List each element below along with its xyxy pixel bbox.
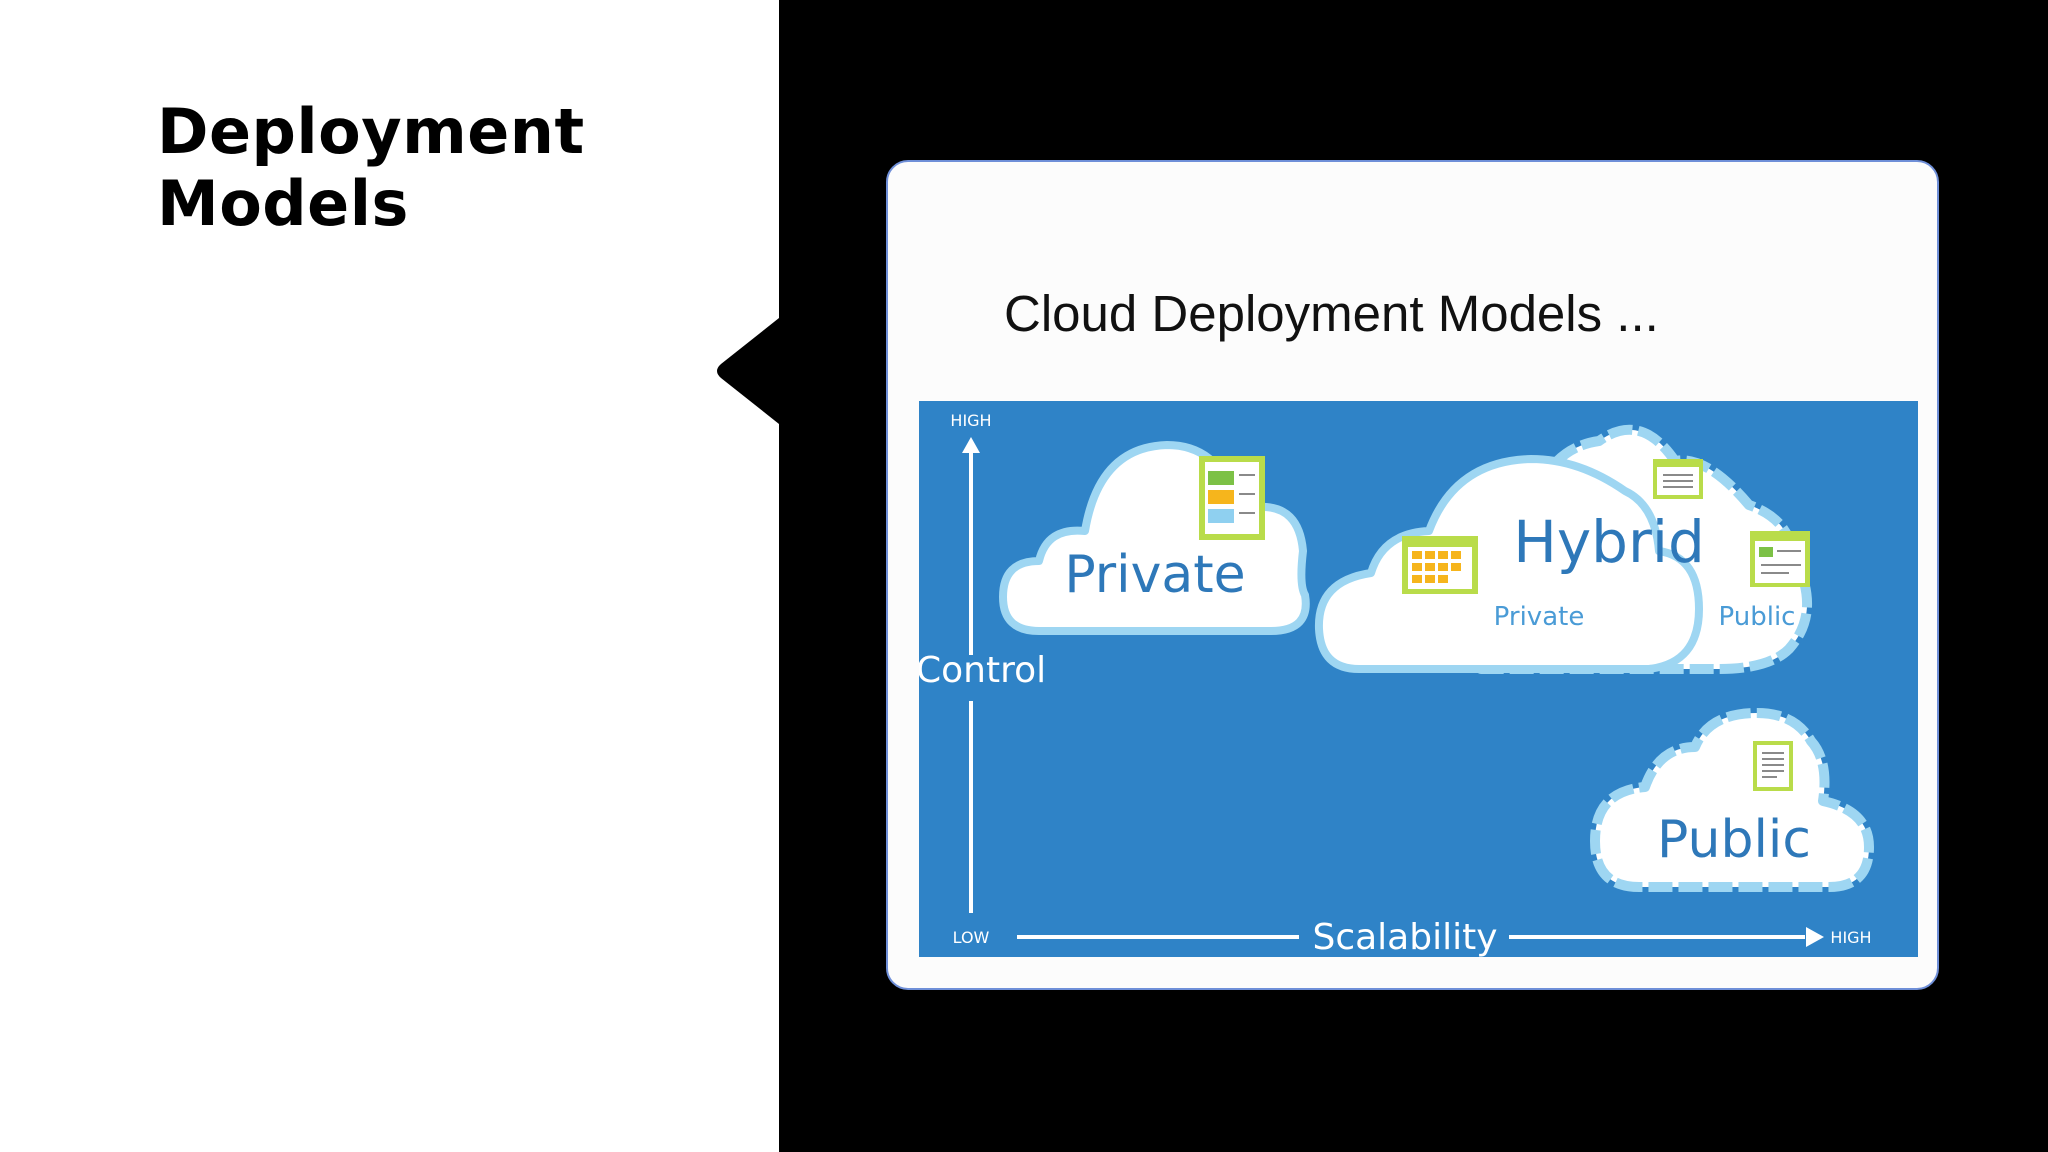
dashboard-window-icon: [1199, 456, 1265, 540]
form-window-icon: [1750, 531, 1810, 587]
left-panel: [0, 0, 779, 1152]
hybrid-public-label: Public: [1719, 602, 1796, 632]
control-high-label: HIGH: [950, 411, 991, 430]
low-label: LOW: [953, 928, 990, 947]
document-window-icon: [1653, 459, 1703, 499]
private-cloud-label: Private: [1064, 545, 1245, 605]
control-axis-arrowhead: [962, 437, 980, 453]
scalability-high-label: HIGH: [1830, 928, 1871, 947]
hybrid-cloud-label: Hybrid: [1513, 508, 1705, 576]
public-cloud: Public: [1590, 708, 1874, 892]
hybrid-cloud: Hybrid Private Public: [1314, 424, 1813, 674]
calendar-window-icon: [1402, 536, 1478, 594]
hybrid-private-label: Private: [1494, 602, 1585, 632]
scalability-axis-arrowhead: [1806, 927, 1824, 947]
slide-title-line-2: Models: [157, 167, 409, 240]
slide-title: Deployment Models: [157, 96, 585, 240]
public-cloud-label: Public: [1657, 810, 1811, 870]
control-axis-label: Control: [919, 650, 1046, 691]
document-page-icon: [1753, 741, 1793, 791]
card-title: Cloud Deployment Models ...: [1004, 285, 1659, 342]
scalability-axis-label: Scalability: [1312, 917, 1497, 957]
callout-pointer: [717, 318, 779, 424]
deployment-models-diagram: HIGH Control LOW Scalability HIGH Privat…: [919, 401, 1918, 957]
slide-title-line-1: Deployment: [157, 95, 585, 168]
